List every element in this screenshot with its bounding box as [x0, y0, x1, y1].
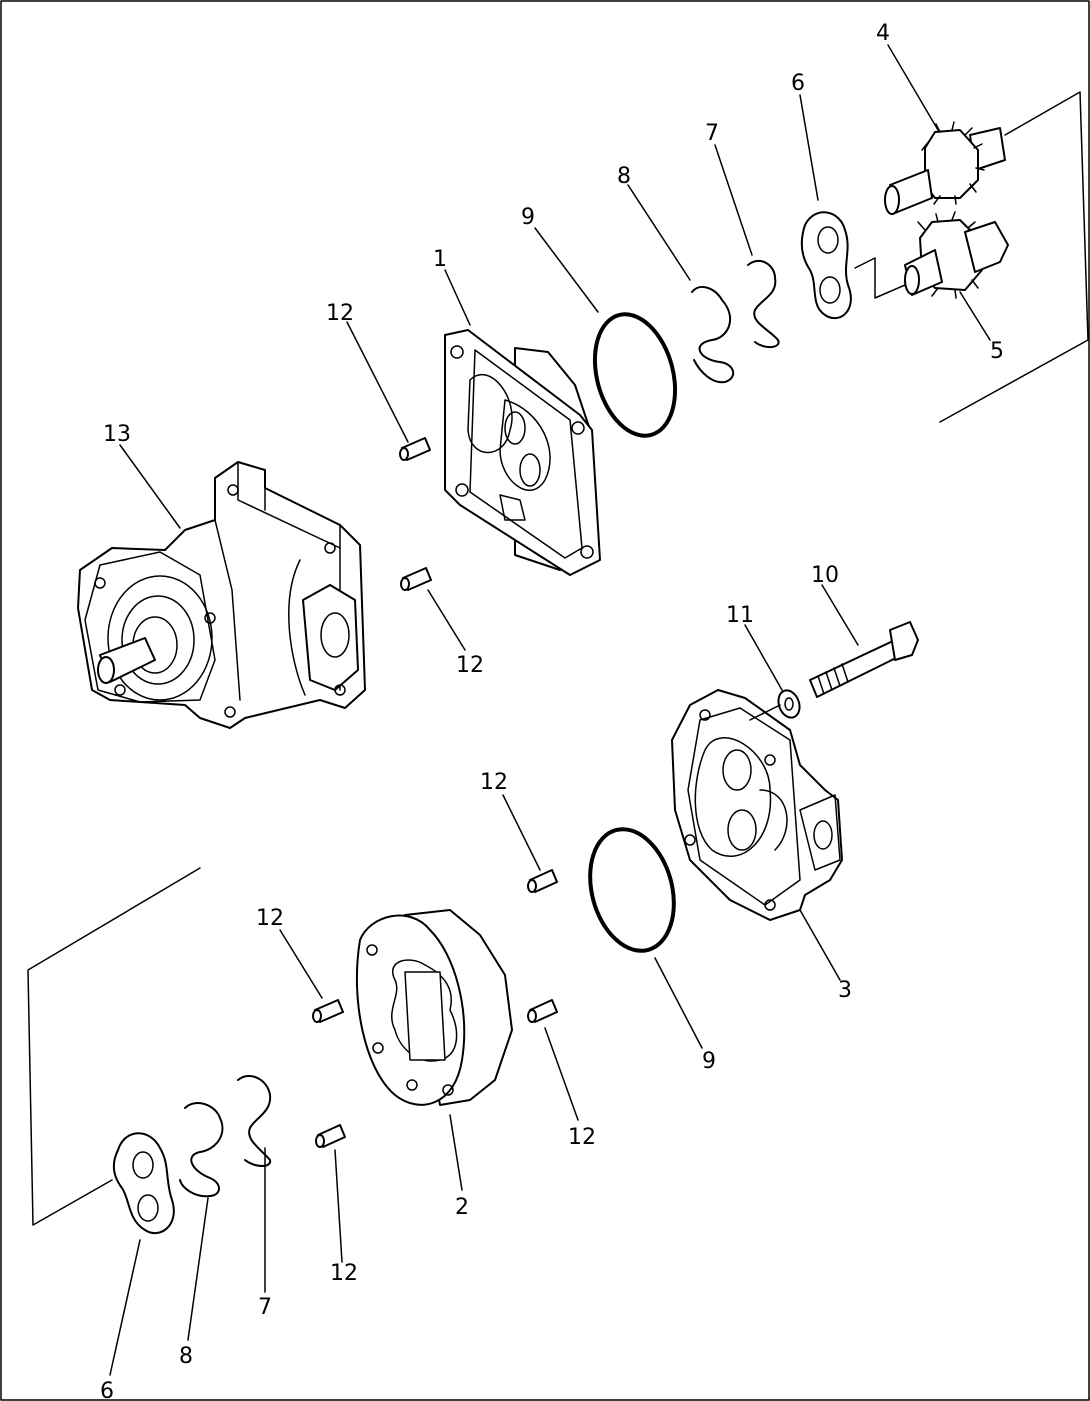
part-12-pin-left-a [312, 999, 344, 1023]
part-12-pin-bottom [315, 1124, 346, 1148]
part-7-seal-bottom [237, 1075, 272, 1167]
part-9-o-ring-bottom [588, 827, 676, 953]
part-12-pin-top-a [399, 437, 431, 461]
part-12-pin-mid [527, 869, 558, 893]
callout-7-bottom: 7 [258, 1295, 272, 1320]
part-4-drive-gear [884, 121, 1006, 215]
callout-12-f: 12 [330, 1261, 358, 1286]
callout-5: 5 [990, 339, 1004, 364]
connector-frame-bottom-left [27, 867, 201, 1226]
part-7-seal-top [747, 259, 780, 348]
part-8-seal-bottom [179, 1102, 224, 1198]
part-1-front-plate [444, 329, 601, 576]
part-2-gear-housing [355, 909, 513, 1106]
callout-10: 10 [811, 563, 839, 588]
callout-12-a: 12 [326, 301, 354, 326]
callout-8-top: 8 [617, 164, 631, 189]
callout-3: 3 [838, 978, 852, 1003]
part-11-washer [777, 689, 801, 719]
callout-9-top: 9 [521, 205, 535, 230]
leader-lines [109, 44, 991, 1376]
part-9-o-ring-top [592, 312, 678, 438]
part-12-pin-top-b [400, 567, 432, 591]
callout-9-bottom: 9 [702, 1049, 716, 1074]
callout-12-b: 12 [456, 653, 484, 678]
callout-12-d: 12 [256, 906, 284, 931]
callout-7-top: 7 [705, 121, 719, 146]
part-6-bushing-top [800, 211, 852, 320]
callout-6-top: 6 [791, 71, 805, 96]
part-13-pump-body [77, 461, 366, 729]
connector-gear-bushing [854, 257, 906, 299]
callout-4: 4 [876, 21, 890, 46]
callout-6-bottom: 6 [100, 1379, 114, 1401]
part-8-seal-top [691, 285, 735, 384]
part-10-bolt [749, 621, 919, 721]
callout-11: 11 [726, 603, 754, 628]
part-6-bushing-bottom [112, 1132, 175, 1235]
part-12-pin-right-b [527, 999, 558, 1023]
callout-8-bottom: 8 [179, 1344, 193, 1369]
callout-1: 1 [433, 247, 447, 272]
callout-12-e: 12 [568, 1125, 596, 1150]
part-3-rear-cover [671, 689, 843, 921]
callout-12-c: 12 [480, 770, 508, 795]
connector-frame-top-right [939, 91, 1089, 423]
part-5-driven-gear [904, 211, 1009, 299]
callout-13: 13 [103, 422, 131, 447]
callout-2: 2 [455, 1195, 469, 1220]
